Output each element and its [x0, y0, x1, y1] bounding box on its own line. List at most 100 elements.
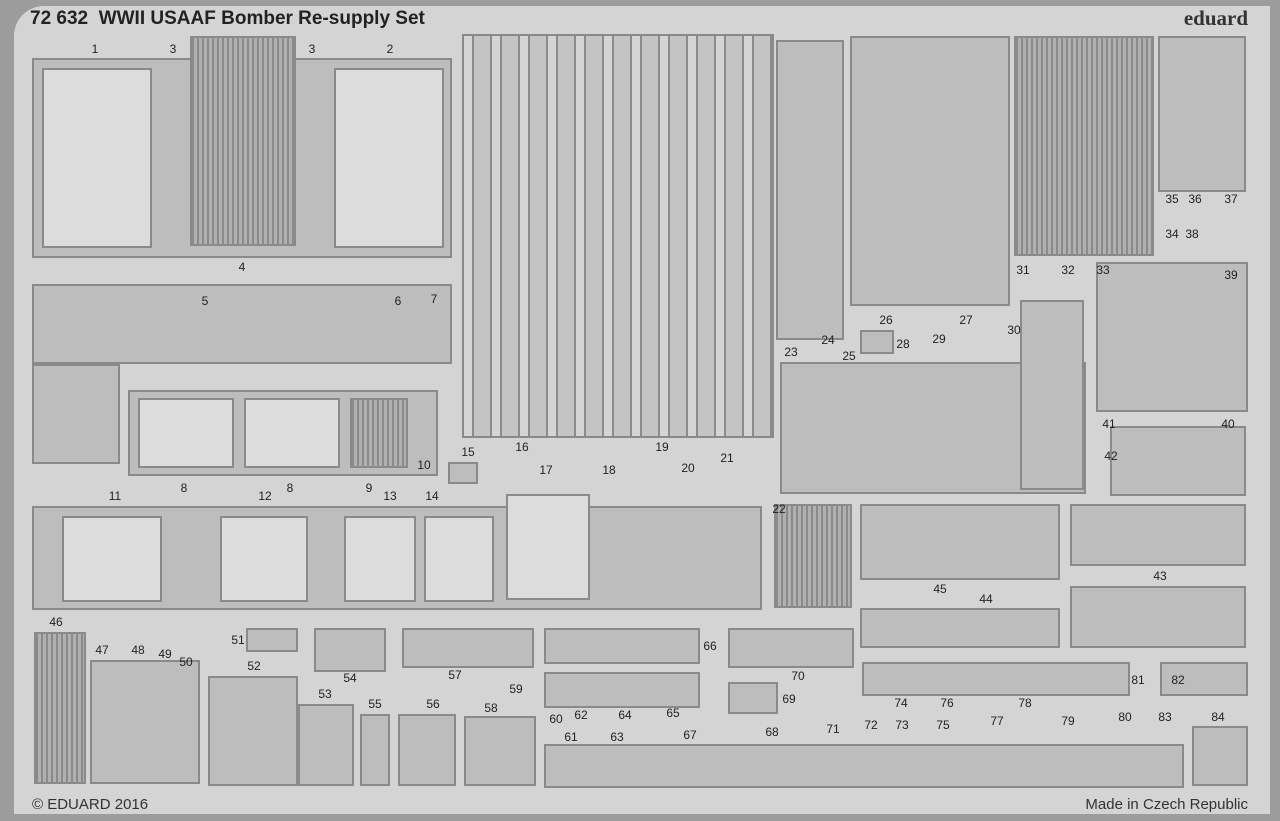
part-60-65: [544, 672, 700, 708]
part-label: 32: [1061, 263, 1075, 277]
part-label: 81: [1131, 673, 1145, 687]
part-label: 76: [940, 696, 954, 710]
part-label: 54: [343, 671, 357, 685]
part-label: 45: [933, 582, 947, 596]
part-2: [334, 68, 444, 248]
part-label: 61: [564, 730, 578, 744]
part-5-side: [32, 364, 120, 464]
part-label: 22: [772, 502, 786, 516]
part-47-50: [90, 660, 200, 784]
part-9: [350, 398, 408, 468]
part-label: 8: [286, 481, 294, 495]
part-label: 83: [1158, 710, 1172, 724]
part-label: 74: [894, 696, 908, 710]
part-label: 19: [655, 440, 669, 454]
part-label: 20: [681, 461, 695, 475]
part-17: [506, 494, 590, 600]
part-label: 63: [610, 730, 624, 744]
set-title: 72 632 WWII USAAF Bomber Re-supply Set: [30, 8, 425, 30]
part-label: 24: [821, 333, 835, 347]
part-11: [62, 516, 162, 602]
part-74-81: [862, 662, 1130, 696]
part-43a: [1070, 504, 1246, 566]
part-label: 1: [91, 42, 99, 56]
part-61-83-strip: [544, 744, 1184, 788]
part-label: 67: [683, 728, 697, 742]
part-14: [424, 516, 494, 602]
part-label: 55: [368, 697, 382, 711]
part-label: 17: [539, 463, 553, 477]
part-label: 39: [1224, 268, 1238, 282]
part-label: 65: [666, 706, 680, 720]
part-label: 68: [765, 725, 779, 739]
brand-logo: eduard: [1183, 6, 1248, 30]
part-label: 37: [1224, 192, 1238, 206]
part-30: [1020, 300, 1084, 490]
part-35-37: [1158, 36, 1246, 192]
part-70: [728, 628, 854, 668]
part-57-59: [402, 628, 534, 668]
part-54: [314, 628, 386, 672]
part-43b: [1070, 586, 1246, 648]
part-label: 40: [1221, 417, 1235, 431]
part-44: [860, 608, 1060, 648]
part-label: 73: [895, 718, 909, 732]
part-label: 79: [1061, 714, 1075, 728]
part-8a: [138, 398, 234, 468]
part-label: 77: [990, 714, 1004, 728]
part-label: 4: [238, 260, 246, 274]
part-label: 26: [879, 313, 893, 327]
part-label: 15: [461, 445, 475, 459]
part-label: 3: [308, 42, 316, 56]
part-46: [34, 632, 86, 784]
part-label: 6: [394, 294, 402, 308]
part-label: 27: [959, 313, 973, 327]
part-label: 36: [1188, 192, 1202, 206]
part-label: 2: [386, 42, 394, 56]
part-label: 59: [509, 682, 523, 696]
part-15: [448, 462, 478, 484]
part-label: 46: [49, 615, 63, 629]
part-label: 80: [1118, 710, 1132, 724]
part-label: 58: [484, 701, 498, 715]
part-42: [1110, 426, 1246, 496]
part-label: 50: [179, 655, 193, 669]
part-label: 48: [131, 643, 145, 657]
part-label: 51: [231, 633, 245, 647]
part-label: 42: [1104, 449, 1118, 463]
part-label: 60: [549, 712, 563, 726]
part-label: 56: [426, 697, 440, 711]
part-84: [1192, 726, 1248, 786]
part-label: 28: [896, 337, 910, 351]
part-22: [774, 504, 852, 608]
part-label: 23: [784, 345, 798, 359]
part-label: 62: [574, 708, 588, 722]
part-56: [398, 714, 456, 786]
part-53: [298, 704, 354, 786]
part-16-19-strips: [462, 34, 774, 438]
part-58: [464, 716, 536, 786]
copyright: © EDUARD 2016: [32, 796, 149, 813]
origin: Made in Czech Republic: [1085, 796, 1248, 813]
part-label: 84: [1211, 710, 1225, 724]
part-label: 18: [602, 463, 616, 477]
part-label: 34: [1165, 227, 1179, 241]
part-label: 44: [979, 592, 993, 606]
part-label: 57: [448, 668, 462, 682]
part-label: 47: [95, 643, 109, 657]
part-label: 30: [1007, 323, 1021, 337]
part-12: [220, 516, 308, 602]
part-5-6: [32, 284, 452, 364]
set-name: WWII USAAF Bomber Re-supply Set: [98, 8, 425, 29]
part-label: 13: [383, 489, 397, 503]
part-label: 52: [247, 659, 261, 673]
part-4-grille: [190, 36, 296, 246]
part-label: 14: [425, 489, 439, 503]
part-label: 75: [936, 718, 950, 732]
part-label: 25: [842, 349, 856, 363]
part-label: 16: [515, 440, 529, 454]
part-8b: [244, 398, 340, 468]
part-label: 69: [782, 692, 796, 706]
part-label: 8: [180, 481, 188, 495]
part-31-33: [1014, 36, 1154, 256]
